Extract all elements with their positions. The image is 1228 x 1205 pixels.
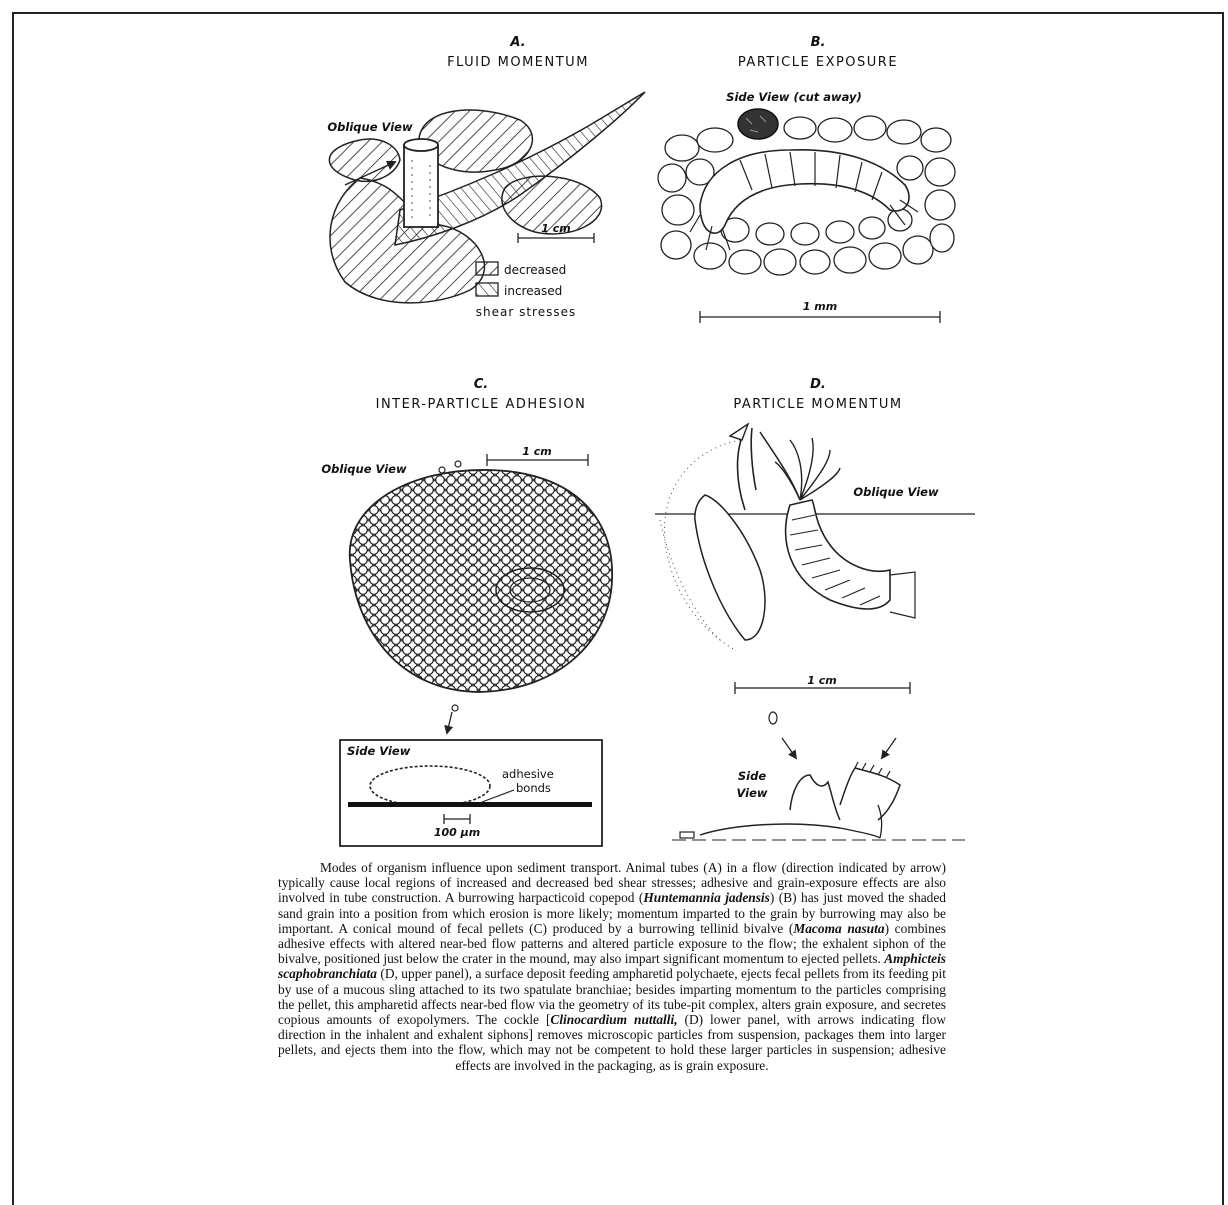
panel-c: C. INTER-PARTICLE ADHESION Oblique View …	[321, 377, 612, 846]
panel-a-title: FLUID MOMENTUM	[447, 55, 589, 70]
panel-c-view-label: Oblique View	[321, 462, 407, 476]
panel-b-scale-label: 1 mm	[803, 300, 837, 313]
caption-species: Macoma nasuta	[793, 921, 884, 936]
legend-caption: shear stresses	[476, 305, 577, 319]
panel-b-title: PARTICLE EXPOSURE	[738, 55, 898, 70]
sediment-bed	[348, 802, 592, 807]
legend-increased-swatch	[476, 283, 498, 296]
panel-d-lower-view-label-1: Side	[738, 769, 766, 783]
inhalent-flow-arrow	[882, 738, 896, 758]
cockle-siphons	[790, 768, 900, 820]
panel-d-scale-label: 1 cm	[807, 674, 836, 687]
panel-a-scale-label: 1 cm	[541, 222, 570, 235]
panel-c-scale-label: 1 cm	[522, 445, 551, 458]
decreased-region	[329, 139, 400, 181]
panel-d-view-label: Oblique View	[853, 485, 939, 499]
panel-c-letter: C.	[474, 377, 488, 392]
panel-a-view-label: Oblique View	[327, 120, 413, 134]
panel-c-title: INTER-PARTICLE ADHESION	[376, 397, 587, 412]
shaded-sand-grain	[738, 109, 778, 139]
panel-a: A. FLUID MOMENTUM Oblique View 1 cm decr…	[327, 35, 645, 319]
panel-b-letter: B.	[811, 35, 826, 50]
fecal-pellet	[370, 766, 490, 806]
panel-d: D. PARTICLE MOMENTUM Oblique View 1 cm S…	[655, 377, 975, 840]
panel-c-inset-scale-label: 100 μm	[434, 826, 480, 839]
panel-c-inset-view-label: Side View	[347, 744, 411, 758]
polychaete-body	[786, 500, 890, 609]
fecal-pellet-sling	[695, 495, 765, 640]
animal-tube	[404, 145, 438, 227]
panel-d-letter: D.	[810, 377, 826, 392]
tube-pit	[890, 572, 915, 618]
tube-opening	[404, 139, 438, 151]
panel-d-lower-view-label-2: View	[736, 786, 767, 800]
legend-decreased-label: decreased	[504, 263, 566, 277]
branchiae	[738, 428, 757, 510]
fecal-pellet-mound	[350, 470, 612, 692]
caption-species: Huntemannia jadensis	[643, 890, 769, 905]
caption-species: Clinocardium nuttalli,	[550, 1012, 677, 1027]
cockle-shell	[700, 824, 880, 838]
figure-artwork: A. FLUID MOMENTUM Oblique View 1 cm decr…	[0, 0, 1228, 855]
inset-label-bonds: bonds	[516, 781, 551, 795]
figure-caption: Modes of organism influence upon sedimen…	[278, 860, 946, 1073]
panel-a-letter: A.	[509, 35, 525, 50]
inset-label-adhesive: adhesive	[502, 767, 554, 781]
panel-b-view-label: Side View (cut away)	[726, 90, 862, 104]
exhalent-flow-arrow	[782, 738, 796, 758]
panel-d-title: PARTICLE MOMENTUM	[733, 397, 902, 412]
legend-increased-label: increased	[504, 284, 562, 298]
panel-b: B. PARTICLE EXPOSURE Side View (cut away…	[658, 35, 955, 323]
legend-decreased-swatch	[476, 262, 498, 275]
